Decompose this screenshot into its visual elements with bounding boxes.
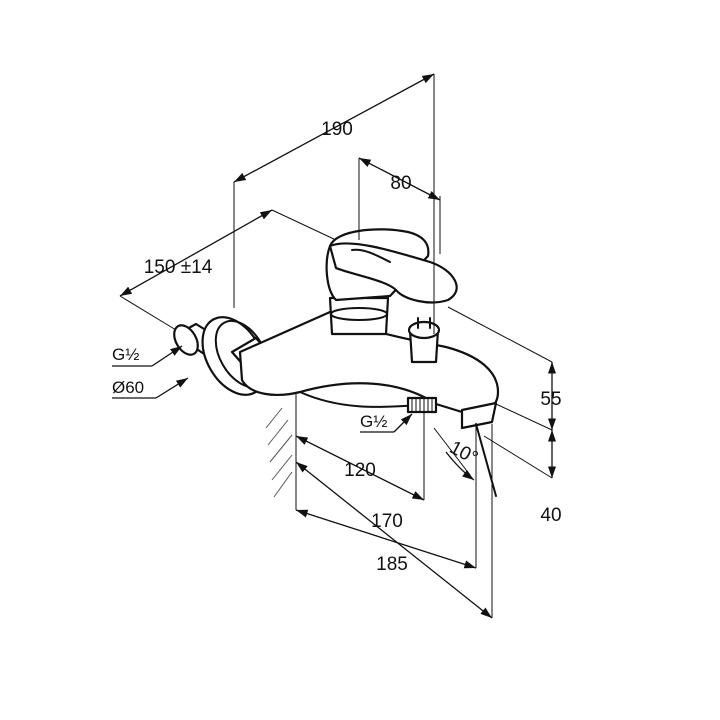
inlet-thread-label: G½ — [112, 345, 139, 364]
dim-55-label: 55 — [540, 389, 561, 410]
dimension-lines — [119, 73, 557, 619]
dim-line-80 — [358, 157, 441, 201]
dim-40-label: 40 — [540, 505, 561, 526]
spout-underside — [299, 391, 421, 408]
leader-escutcheon-diameter — [155, 377, 189, 399]
dim-150-label: 150 ±14 — [144, 257, 213, 278]
dim-185-label: 185 — [376, 554, 408, 575]
wall-hatching — [265, 407, 293, 498]
angle-arc-10 — [445, 451, 475, 481]
leader-inlet-thread — [151, 345, 183, 367]
outlet-thread-label: G½ — [360, 412, 387, 431]
spout-tip — [460, 401, 498, 430]
dim-120-label: 120 — [344, 460, 376, 481]
dim-170-label: 170 — [371, 511, 403, 532]
leader-outlet-thread — [393, 413, 413, 433]
dim-80-label: 80 — [390, 173, 411, 194]
dim-line-150 — [119, 209, 273, 297]
dim-line-185 — [295, 461, 493, 619]
diverter-knob — [407, 317, 441, 364]
faucet-body — [173, 228, 500, 430]
cartridge-column — [328, 296, 390, 336]
outlet-aerator — [406, 396, 438, 414]
callout-leaders — [112, 345, 413, 433]
escutcheon-diameter-label: Ø60 — [112, 378, 144, 397]
dim-line-190 — [233, 73, 435, 183]
lever-handle — [325, 228, 458, 304]
dim-190-label: 190 — [321, 119, 353, 140]
